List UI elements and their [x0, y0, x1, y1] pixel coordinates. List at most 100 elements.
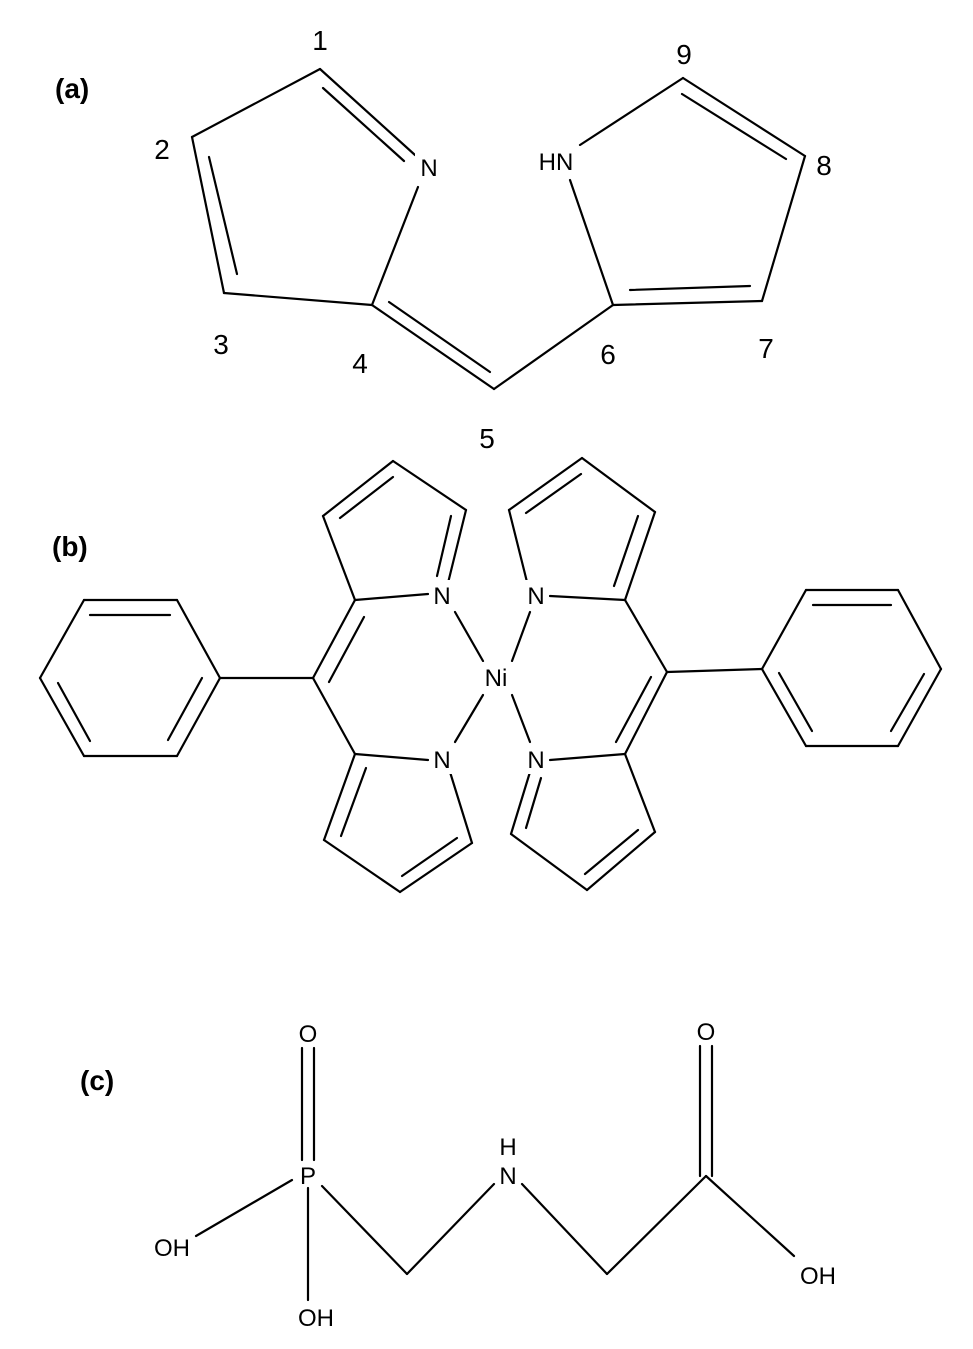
- panel-a-label: (a): [55, 73, 89, 104]
- left-phenyl-bond: [175, 676, 222, 758]
- left-phenyl-bond: [175, 598, 222, 680]
- pyrrole-bond: [507, 508, 529, 584]
- panel-a: (a) N HN 1: [55, 25, 832, 454]
- panel-c-label: (c): [80, 1065, 114, 1096]
- bond-ch2-n: [405, 1182, 496, 1276]
- position-6: 6: [600, 339, 616, 370]
- pyrrole-bond: [509, 832, 589, 892]
- right-meso-bond: [623, 598, 669, 674]
- position-2: 2: [154, 134, 170, 165]
- bond-c3-c4: [222, 291, 374, 307]
- left-phenyl-bond: [38, 676, 86, 758]
- position-5: 5: [479, 423, 495, 454]
- bond-c2-c3-inner: [207, 155, 239, 276]
- left-meso-bond-inner: [327, 615, 366, 684]
- atom-n-upper-left: N: [433, 583, 450, 610]
- position-8: 8: [816, 150, 832, 181]
- atom-n-lower-left: N: [433, 747, 450, 774]
- ni-n-bond: [453, 693, 485, 744]
- atom-amine-h: H: [499, 1134, 516, 1161]
- bond-c8-c9: [681, 76, 807, 158]
- pyrrole-bond: [448, 770, 474, 845]
- glyphosate-bonds: [194, 1044, 796, 1302]
- right-meso-bond-inner: [614, 675, 653, 744]
- pyrrole-bond: [585, 830, 657, 892]
- pyrrole-bond: [398, 841, 474, 894]
- atom-o-carbonyl: O: [697, 1019, 716, 1046]
- panel-b-label: (b): [52, 531, 88, 562]
- pyrrole-bond: [580, 456, 657, 514]
- atom-o-phosphoryl: O: [299, 1021, 318, 1048]
- pyrrole-bond: [322, 752, 357, 842]
- ni-n-bond: [510, 610, 532, 663]
- dipyrrin-bonds: [190, 67, 807, 391]
- pyrrole-bond: [353, 592, 430, 602]
- panel-c: (c) O P OH OH H N O OH: [80, 1019, 836, 1332]
- bond-c2-c3: [190, 135, 226, 295]
- bond-c8-c9-inner: [680, 92, 788, 161]
- pyrrole-bond-inner: [524, 776, 543, 830]
- pyrrole-bond: [548, 594, 627, 602]
- pyrrole-bond: [322, 838, 402, 894]
- bond-c1-n-inner: [321, 86, 406, 163]
- left-meso-bond: [311, 598, 357, 680]
- bond-n-c4: [370, 185, 420, 307]
- pyrrole-bond: [623, 510, 657, 602]
- pyrrole-bond: [353, 752, 430, 762]
- panel-b: (b): [38, 456, 943, 894]
- position-7: 7: [758, 333, 774, 364]
- pyrrole-bond: [509, 770, 532, 836]
- pyrrole-bond: [446, 508, 468, 585]
- bond-nh-c6: [568, 178, 615, 307]
- bond-n-ch2: [520, 1182, 609, 1276]
- position-1: 1: [312, 25, 328, 56]
- bond-c-oh: [704, 1174, 796, 1258]
- pyrrole-bond-inner: [339, 766, 368, 838]
- pyrrole-bond-inner: [583, 828, 640, 876]
- bond-p-oh-left: [194, 1178, 294, 1238]
- atom-n-lower-right: N: [527, 747, 544, 774]
- bond-c4-c5: [370, 303, 496, 391]
- bond-p-ch2: [320, 1184, 409, 1276]
- bond-c4-c5-inner: [387, 300, 492, 374]
- bond-ch2-c: [605, 1174, 708, 1276]
- pyrrole-bond: [391, 459, 468, 512]
- pyrrole-bond-inner: [400, 836, 459, 878]
- left-phenyl-bond: [38, 598, 86, 680]
- ni-n-bond: [453, 610, 485, 663]
- pyrrole-bond: [548, 752, 627, 762]
- pyrrole-bond: [321, 514, 357, 602]
- position-3: 3: [213, 329, 229, 360]
- atom-nickel: Ni: [485, 665, 508, 692]
- atom-phosphorus: P: [300, 1163, 316, 1190]
- right-phenyl-bond: [760, 588, 808, 671]
- right-phenyl-inner: [889, 672, 926, 733]
- pyrrole-bond: [623, 752, 657, 834]
- bond-c9-nh: [578, 76, 685, 147]
- atom-oh-bottom: OH: [298, 1305, 334, 1332]
- right-phenyl-link: [665, 667, 764, 674]
- right-phenyl-bond: [896, 667, 943, 748]
- atom-n-upper-right: N: [527, 583, 544, 610]
- left-phenyl-inner: [56, 681, 92, 743]
- bond-c5-c6: [492, 303, 615, 391]
- bond-c1-c2: [190, 67, 322, 139]
- pyrrole-bond-inner: [524, 472, 583, 515]
- right-phenyl-inner: [777, 671, 814, 733]
- bond-c1-n: [318, 67, 417, 157]
- atom-oh-carboxyl: OH: [800, 1263, 836, 1290]
- ni-complex-bonds: [38, 456, 943, 894]
- pyrrole-bond-inner: [435, 514, 453, 578]
- ni-n-bond: [510, 693, 532, 744]
- pyrrole-bond-inner: [612, 514, 640, 588]
- right-meso-bond: [623, 670, 669, 756]
- pyrrole-bond: [321, 459, 395, 518]
- atom-oh-left: OH: [154, 1235, 190, 1262]
- pyrrole-bond-inner: [338, 475, 395, 520]
- position-4: 4: [352, 348, 368, 379]
- bond-c6-c7: [611, 299, 764, 307]
- atom-n-left: N: [420, 155, 437, 182]
- right-phenyl-bond: [760, 667, 808, 748]
- bond-c6-c7-inner: [628, 284, 752, 292]
- pyrrole-bond: [507, 456, 584, 512]
